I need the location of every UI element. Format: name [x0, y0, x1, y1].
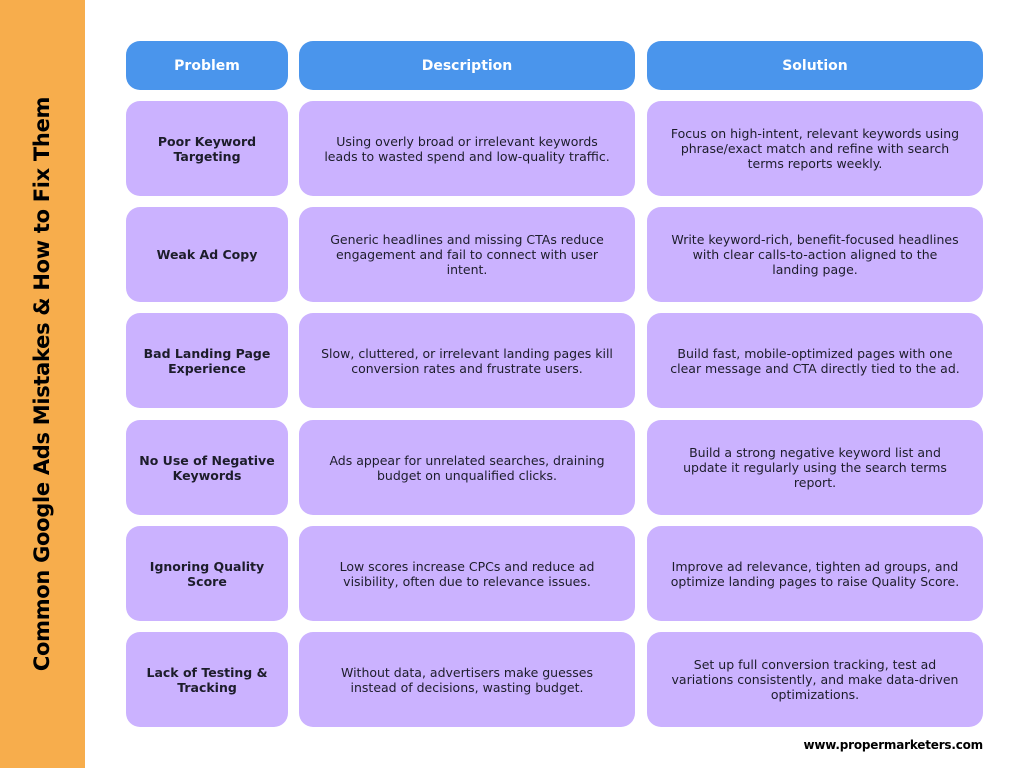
- table-row-problem: No Use of Negative Keywords: [126, 420, 288, 515]
- table-row-solution: Write keyword-rich, benefit-focused head…: [647, 207, 983, 302]
- website-url: www.propermarketers.com: [803, 738, 983, 752]
- table-row-solution: Improve ad relevance, tighten ad groups,…: [647, 526, 983, 621]
- table-row-solution: Build fast, mobile-optimized pages with …: [647, 313, 983, 408]
- header-description: Description: [299, 41, 635, 90]
- table-row-description: Generic headlines and missing CTAs reduc…: [299, 207, 635, 302]
- table-row-description: Ads appear for unrelated searches, drain…: [299, 420, 635, 515]
- table-row-solution: Focus on high-intent, relevant keywords …: [647, 101, 983, 196]
- table-row-description: Slow, cluttered, or irrelevant landing p…: [299, 313, 635, 408]
- table-row-problem: Poor Keyword Targeting: [126, 101, 288, 196]
- table-row-description: Without data, advertisers make guesses i…: [299, 632, 635, 727]
- sidebar: Common Google Ads Mistakes & How to Fix …: [0, 0, 85, 768]
- header-solution: Solution: [647, 41, 983, 90]
- table-row-problem: Lack of Testing & Tracking: [126, 632, 288, 727]
- table-row-description: Low scores increase CPCs and reduce ad v…: [299, 526, 635, 621]
- table-row-problem: Weak Ad Copy: [126, 207, 288, 302]
- table-row-solution: Set up full conversion tracking, test ad…: [647, 632, 983, 727]
- page-title: Common Google Ads Mistakes & How to Fix …: [30, 96, 54, 672]
- header-problem: Problem: [126, 41, 288, 90]
- table-row-problem: Ignoring Quality Score: [126, 526, 288, 621]
- table-row-problem: Bad Landing Page Experience: [126, 313, 288, 408]
- table-row-description: Using overly broad or irrelevant keyword…: [299, 101, 635, 196]
- table-row-solution: Build a strong negative keyword list and…: [647, 420, 983, 515]
